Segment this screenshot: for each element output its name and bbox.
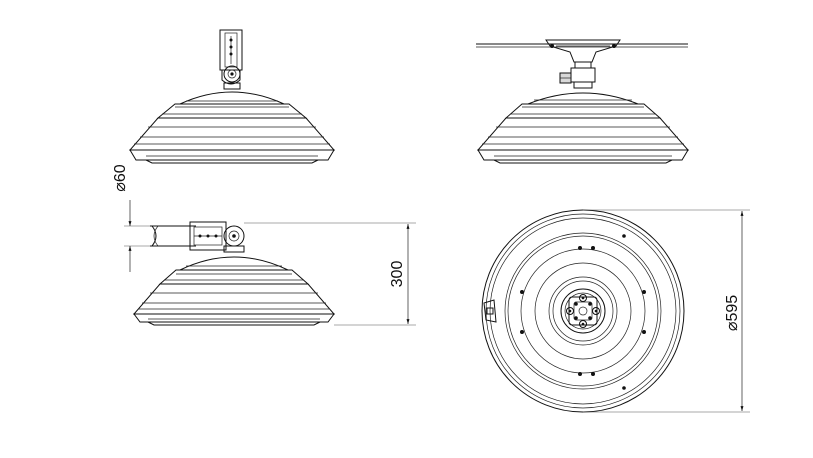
height-label: 300 xyxy=(389,261,406,288)
diameter-dimension: ⌀595 xyxy=(583,209,750,413)
center-hub xyxy=(560,288,606,334)
luminaire-body xyxy=(128,91,336,164)
view-side-entry: ⌀60 300 xyxy=(112,164,416,326)
height-dimension: 300 xyxy=(244,222,416,326)
wire-bracket xyxy=(545,39,621,89)
pipe-clamp xyxy=(189,221,245,253)
pipe-diameter-dimension: ⌀60 xyxy=(112,164,150,272)
view-top-mount-side xyxy=(128,29,336,164)
view-plan-bottom: ⌀595 xyxy=(481,209,750,413)
pipe xyxy=(150,225,196,247)
ring-screws xyxy=(520,234,646,390)
diameter-label: ⌀595 xyxy=(724,295,741,331)
suspension-wire xyxy=(476,43,688,48)
view-wire-mount xyxy=(476,39,690,164)
latch-tab xyxy=(483,299,497,323)
pipe-diameter-label: ⌀60 xyxy=(112,164,129,192)
luminaire-body xyxy=(132,256,336,326)
mount-bracket xyxy=(219,29,243,90)
outer-rings xyxy=(481,209,685,413)
luminaire-body xyxy=(476,92,690,164)
